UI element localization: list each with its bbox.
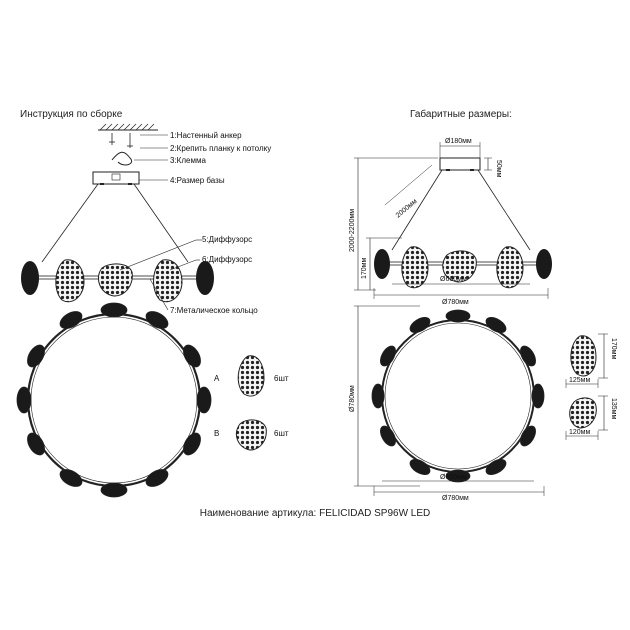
- article-name: Наименование артикула: FELICIDAD SP96W L…: [199, 508, 431, 519]
- callout-leaders-top: [134, 134, 168, 181]
- callout-5: 5:Диффузорс: [202, 235, 252, 244]
- dim-outer-diameter-side: Ø780мм: [442, 299, 469, 306]
- dim-base-height: 50мм: [495, 160, 502, 178]
- suspension-cable-left: [41, 183, 99, 263]
- ceiling-mount: [92, 123, 158, 185]
- dimension-side-view: [354, 142, 552, 299]
- dim-diffuser-b-width: 120мм: [569, 429, 590, 436]
- callout-1: 1:Настенный анкер: [170, 131, 242, 140]
- dim-diffuser-a-width: 125мм: [569, 377, 590, 384]
- dim-inner-diameter-top: Ø660мм: [440, 474, 467, 481]
- callout-leaders-middle: [119, 239, 202, 311]
- assembly-instructions-title: Инструкция по сборке: [20, 109, 123, 120]
- variant-a-letter: A: [214, 374, 220, 383]
- variant-b-qty: 6шт: [274, 429, 289, 438]
- dimension-diffuser-a: [565, 333, 608, 388]
- callout-3: 3:Клемма: [170, 156, 206, 165]
- callout-2: 2:Крепить планку к потолку: [170, 144, 271, 153]
- dim-outer-diameter-vertical: Ø780мм: [349, 385, 356, 412]
- dimension-diffuser-b: [565, 395, 608, 440]
- variant-a-qty: 6шт: [274, 374, 289, 383]
- dimensions-title: Габаритные размеры:: [410, 109, 512, 120]
- dim-outer-diameter-top: Ø780мм: [442, 495, 469, 502]
- callout-7: 7:Металическое кольцо: [170, 306, 258, 315]
- dim-side-height: 170мм: [361, 258, 368, 279]
- dim-diffuser-b-height: 135мм: [610, 398, 617, 419]
- dim-base-diameter: Ø180мм: [445, 138, 472, 145]
- callout-4: 4:Размер базы: [170, 176, 225, 185]
- diffuser-variant-a: [237, 355, 265, 397]
- variant-b-letter: B: [214, 429, 219, 438]
- chandelier-top-view-left: [16, 302, 212, 498]
- dim-diffuser-a-height: 170мм: [610, 338, 617, 359]
- dim-inner-diameter-side: Ø660мм: [440, 276, 467, 283]
- dim-cable-length: 2000мм: [395, 198, 419, 220]
- dim-total-height: 2000-2200мм: [349, 209, 356, 252]
- chandelier-side-view: [21, 259, 214, 303]
- diffuser-variant-b: [235, 419, 267, 451]
- callout-6: 6:Диффузорс: [202, 255, 252, 264]
- dimension-top-view: [354, 305, 545, 496]
- suspension-cable-right: [133, 183, 189, 263]
